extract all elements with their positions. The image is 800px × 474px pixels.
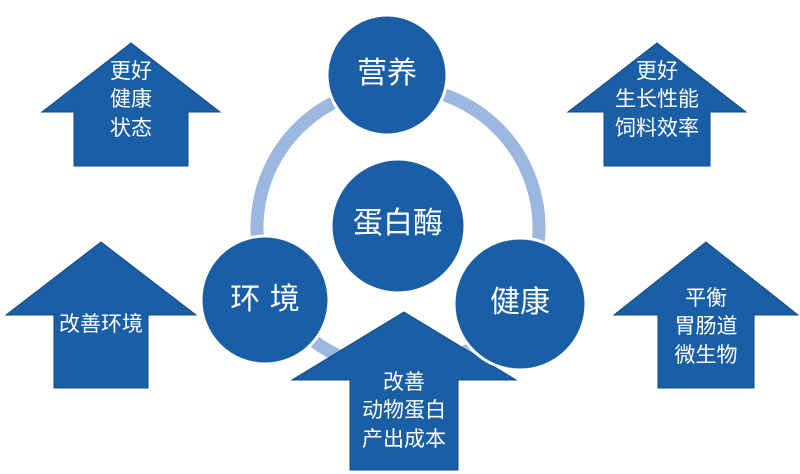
circle-left-text: 环 境 xyxy=(230,282,300,317)
arrow-middle-right xyxy=(612,241,800,389)
arrow-top-right xyxy=(566,42,748,167)
arrow-bottom-line-2: 动物蛋白 xyxy=(362,398,446,423)
circle-center-text: 蛋白酶 xyxy=(353,206,443,241)
arrow-top-left-line-1: 更好 xyxy=(110,59,152,83)
arrow-middle-right-line-1: 平衡 xyxy=(685,286,727,310)
arrow-bottom-line-1: 改善 xyxy=(383,370,425,394)
circle-top xyxy=(325,13,449,137)
arrow-middle-left-label: 改善环境 xyxy=(20,310,182,338)
arrow-middle-right-line-2: 胃肠道 xyxy=(674,314,738,339)
arrow-top-right-label: 更好 生长性能 饲料效率 xyxy=(604,57,710,142)
circle-center xyxy=(329,157,467,295)
circle-top-text: 营养 xyxy=(357,56,417,91)
arrow-bottom-label: 改善 动物蛋白 产出成本 xyxy=(330,368,478,453)
circle-top-label: 营养 xyxy=(327,56,447,92)
arrow-bottom xyxy=(290,311,518,471)
circle-center-label: 蛋白酶 xyxy=(328,206,468,242)
arrow-top-left-line-3: 状态 xyxy=(110,115,152,140)
arrow-middle-left-line-1: 改善环境 xyxy=(59,312,143,336)
arrow-top-left xyxy=(40,42,222,167)
arrow-top-right-line-1: 更好 xyxy=(636,59,678,83)
arrow-top-left-label: 更好 健康 状态 xyxy=(74,57,188,142)
arrow-bottom-line-3: 产出成本 xyxy=(362,426,446,451)
arrow-middle-right-line-3: 微生物 xyxy=(674,342,738,367)
arrow-middle-right-label: 平衡 胃肠道 微生物 xyxy=(658,284,754,369)
arrow-top-right-line-3: 饲料效率 xyxy=(615,115,699,140)
circle-left xyxy=(199,234,331,366)
circle-right xyxy=(452,236,588,372)
circle-right-text: 健康 xyxy=(490,285,550,320)
arrow-top-right-line-2: 生长性能 xyxy=(615,87,699,112)
circle-left-label: 环 境 xyxy=(201,282,329,318)
circle-right-label: 健康 xyxy=(454,285,586,321)
arrow-middle-left xyxy=(4,241,198,389)
arrow-top-left-line-2: 健康 xyxy=(110,87,152,112)
